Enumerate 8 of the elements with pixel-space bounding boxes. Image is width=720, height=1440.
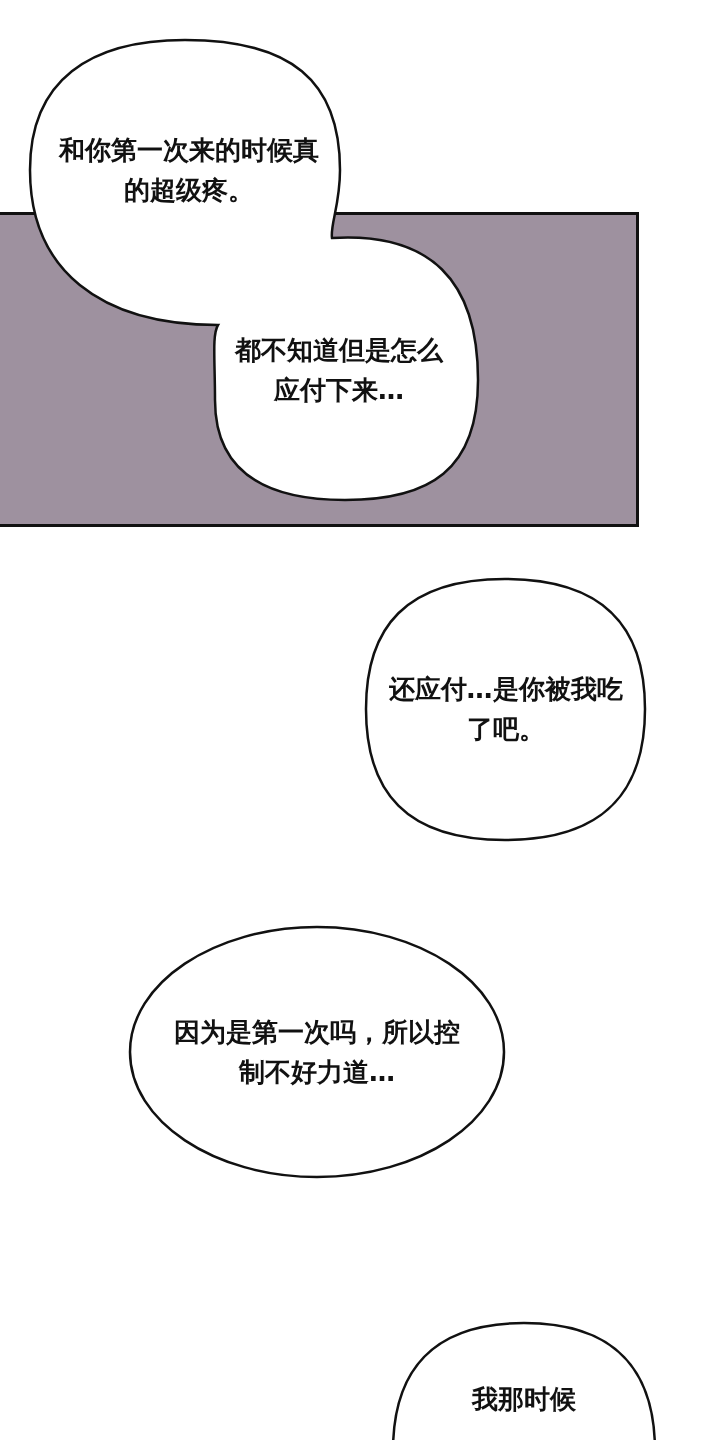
dialogue-text: 还应付…是你被我吃了吧。 (387, 673, 624, 746)
speech-bubble (28, 38, 480, 502)
dialogue-text: 我那时候 (470, 1383, 577, 1416)
dialogue-text: 都不知道但是怎么应付下来… (233, 334, 445, 407)
speech-bubble (364, 577, 647, 842)
speech-bubble (128, 925, 506, 1179)
dialogue-text: 因为是第一次吗，所以控制不好力道… (173, 1016, 461, 1089)
dialogue-text: 和你第一次来的时候真的超级疼。 (58, 134, 320, 207)
